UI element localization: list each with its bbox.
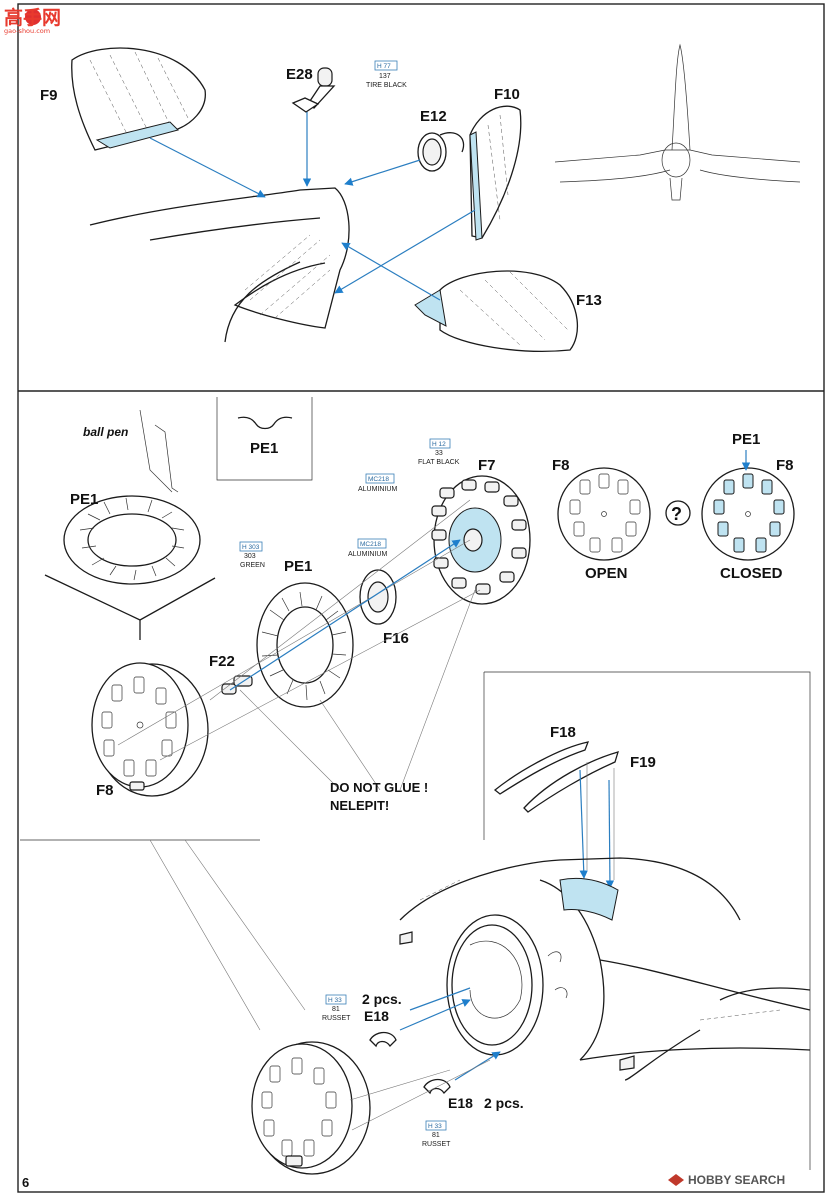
svg-text:RUSSET: RUSSET [322,1015,351,1022]
label-open: OPEN [585,565,628,582]
rear-view-silhouette [554,43,801,201]
note-do-not-glue: DO NOT GLUE ! [330,780,428,795]
label-f10: F10 [494,86,520,103]
paint-chip-tire-black: H 77 137 TIRE BLACK [366,60,407,89]
svg-text:FLAT BLACK: FLAT BLACK [418,459,460,466]
fan-open [557,467,651,561]
watermark-bottom-text: HOBBY SEARCH [688,1173,785,1187]
watermark-top-url: gao-shou.com [4,27,50,35]
paint-chip-russet-2: H 33 81 RUSSET [422,1120,451,1148]
step2-diagram: ball pen PE1 PE1 PE1 F16 [20,397,811,1170]
paint-chip-green: H 303 303 GREEN [239,541,265,569]
watermark-top-text: 高手网 [4,6,61,29]
svg-text:81: 81 [432,1132,440,1139]
part-f9 [71,47,206,151]
part-f16 [359,569,397,625]
label-pe1-left: PE1 [70,491,98,508]
paint-chip-aluminium-2: MC218 ALUMINIUM [348,538,387,558]
part-e18-bottom [423,1078,451,1095]
label-f8-open: F8 [552,457,570,474]
svg-text:137: 137 [379,73,391,80]
label-pe1-closed: PE1 [732,431,760,448]
label-f9: F9 [40,87,58,104]
label-e18-bottom: E18 [448,1095,473,1111]
label-e28: E28 [286,66,313,83]
fan-closed [701,467,795,561]
svg-text:TIRE BLACK: TIRE BLACK [366,82,407,89]
svg-text:H 77: H 77 [377,63,391,70]
part-f10 [469,105,522,241]
note-nelepit: NELEPIT! [330,798,389,813]
svg-text:ALUMINIUM: ALUMINIUM [358,486,397,493]
part-f19 [523,751,619,813]
watermark-top: 高手网 gao-shou.com [4,6,61,35]
svg-text:H 12: H 12 [432,441,446,448]
label-f22: F22 [209,653,235,670]
label-f8-bottom: F8 [96,782,114,799]
svg-text:RUSSET: RUSSET [422,1141,451,1148]
label-pcs-bottom: 2 pcs. [484,1095,524,1111]
question-circle [665,500,691,526]
label-pe1-mid: PE1 [284,558,312,575]
svg-text:H 33: H 33 [328,997,342,1004]
part-f8-fan [91,662,209,797]
watermark-bottom: HOBBY SEARCH [668,1173,785,1187]
label-f18: F18 [550,724,576,741]
svg-text:H 303: H 303 [242,544,260,551]
svg-text:303: 303 [244,553,256,560]
svg-text:33: 33 [435,450,443,457]
paint-chip-flat-black: H 12 33 FLAT BLACK [418,438,460,466]
svg-text:81: 81 [332,1006,340,1013]
part-e12 [417,132,465,172]
part-f13 [414,270,579,352]
label-e18-top: E18 [364,1008,389,1024]
paint-chip-aluminium-1: MC218 ALUMINIUM [358,473,397,493]
page-number: 6 [22,1175,29,1190]
part-f7-engine [431,475,531,605]
svg-text:H 33: H 33 [428,1123,442,1130]
label-ball-pen: ball pen [83,425,128,439]
label-pcs-top: 2 pcs. [362,991,402,1007]
label-closed: CLOSED [720,565,783,582]
part-f18 [493,741,590,795]
paint-chip-russet-1: H 33 81 RUSSET [322,994,351,1022]
label-question: ? [671,504,682,524]
svg-text:MC218: MC218 [360,541,381,548]
page-frame [17,3,825,1193]
svg-text:GREEN: GREEN [240,562,265,569]
step1-diagram: F9 E28 E12 F10 F13 H 77 137 TIRE BLACK [40,43,801,352]
label-f13: F13 [576,292,602,309]
label-e12: E12 [420,108,447,125]
label-f7: F7 [478,457,496,474]
label-f16: F16 [383,630,409,647]
label-f19: F19 [630,754,656,771]
part-fan-bottom [251,1041,371,1175]
label-f8-closed: F8 [776,457,794,474]
svg-text:MC218: MC218 [368,476,389,483]
label-pe1-detail: PE1 [250,440,278,457]
part-e28 [291,67,336,113]
step3-diagram: F18 F19 2 pcs. E18 E18 2 pcs. [251,724,811,1175]
part-e18-top [369,1031,397,1048]
svg-text:ALUMINIUM: ALUMINIUM [348,551,387,558]
